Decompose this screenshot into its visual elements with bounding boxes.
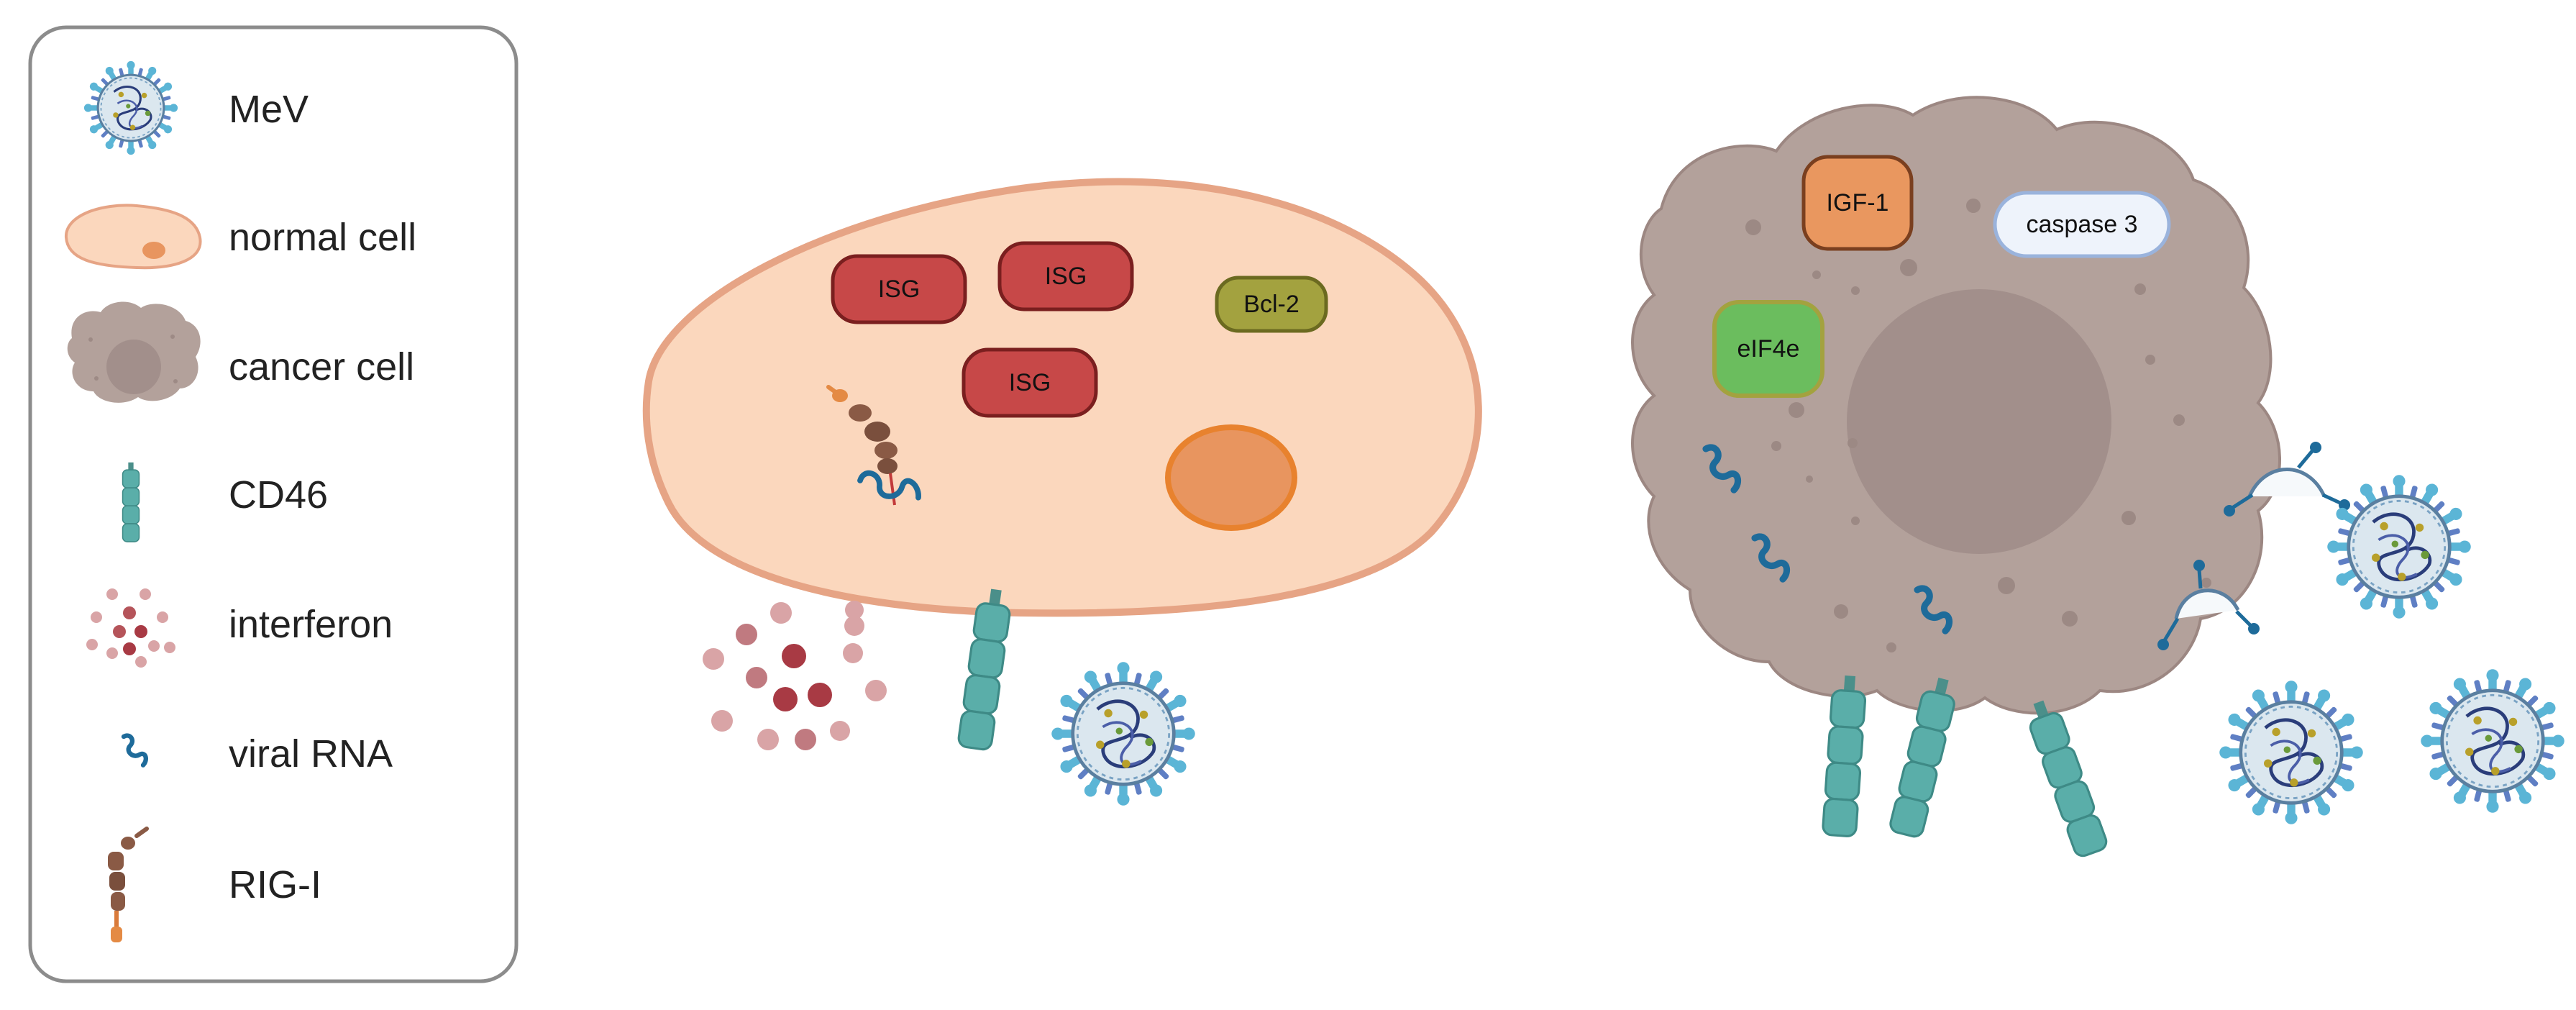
- legend-label-rig-i: RIG-I: [229, 863, 321, 906]
- cancer-cell-icon: [67, 301, 201, 403]
- measles-virus-4: [2421, 669, 2564, 813]
- cancer-cell: [1631, 96, 2281, 715]
- svg-text:Bcl-2: Bcl-2: [1243, 291, 1299, 318]
- igf1-protein: IGF-1: [1801, 155, 1914, 251]
- svg-text:eIF4e: eIF4e: [1737, 335, 1800, 363]
- budding-virion-1: [2224, 442, 2350, 517]
- budding-virion-2: [2157, 560, 2260, 650]
- normal-cell-nucleus: [1165, 424, 1297, 531]
- cd46-cancer-cell-1: [1821, 673, 1868, 838]
- svg-text:ISG: ISG: [1009, 369, 1051, 396]
- rig-i-in-normal-cell: [826, 385, 898, 506]
- legend-label-cancer-cell: cancer cell: [229, 345, 414, 388]
- eif4e-protein: eIF4e: [1712, 300, 1824, 398]
- normal-cell-icon: [64, 204, 202, 270]
- interferon-cluster: [703, 601, 887, 750]
- measles-virus-2: [2327, 475, 2471, 619]
- legend-label-viral-rna: viral RNA: [229, 732, 393, 775]
- svg-text:caspase 3: caspase 3: [2027, 211, 2138, 238]
- interferon-icon: [86, 588, 175, 668]
- legend-label-normal-cell: normal cell: [229, 216, 416, 259]
- svg-text:ISG: ISG: [878, 276, 921, 303]
- isg-protein-1: ISG: [831, 254, 967, 324]
- legend-label-cd46: CD46: [229, 473, 328, 517]
- isg-protein-2: ISG: [997, 241, 1134, 311]
- legend-label-interferon: interferon: [229, 603, 393, 646]
- cd46-cancer-cell-3: [2022, 695, 2110, 860]
- bcl2-protein: Bcl-2: [1215, 276, 1328, 333]
- cd46-receptor-icon: [122, 462, 140, 542]
- isg-protein-3: ISG: [962, 347, 1098, 418]
- legend-label-mev: MeV: [229, 88, 309, 131]
- viral-rna-normal-cell: [857, 470, 921, 501]
- svg-text:IGF-1: IGF-1: [1827, 189, 1889, 217]
- cancer-cell-nucleus: [1847, 289, 2111, 554]
- rig-i-icon: [108, 827, 149, 942]
- measles-virus-3: [2219, 681, 2363, 824]
- caspase3-protein: caspase 3: [1993, 191, 2171, 258]
- measles-virus-1: [1051, 662, 1195, 806]
- svg-text:ISG: ISG: [1045, 263, 1087, 290]
